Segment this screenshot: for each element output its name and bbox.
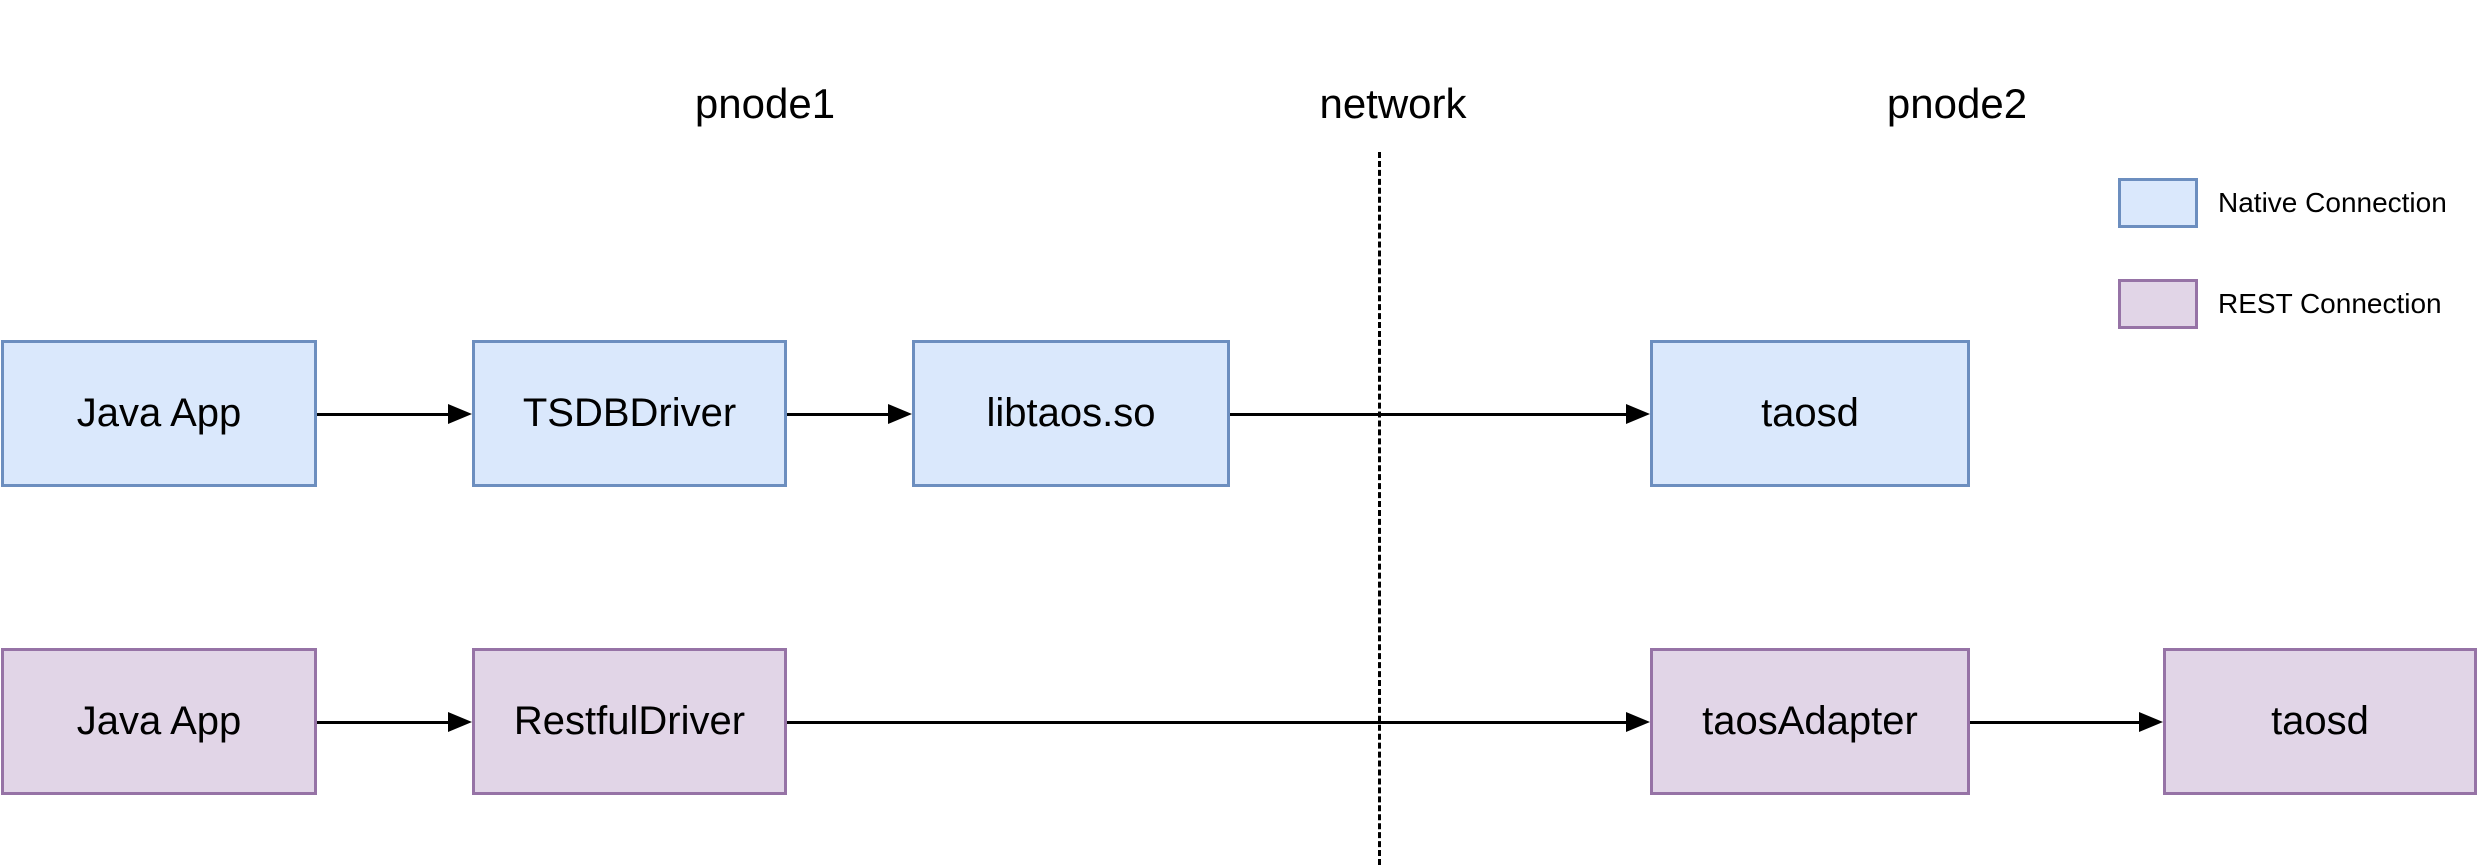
arrow-head-icon bbox=[2139, 712, 2163, 732]
arrow-libtaos-to-taosd bbox=[1230, 404, 1650, 424]
region-label-network: network bbox=[1319, 80, 1467, 127]
legend-swatch-native-connection bbox=[2118, 178, 2198, 228]
node-libtaos-so: libtaos.so bbox=[912, 340, 1230, 487]
node-taosadapter: taosAdapter bbox=[1650, 648, 1970, 795]
arrow-javaapp-to-restfuldriver bbox=[317, 712, 472, 732]
arrow-shaft bbox=[1970, 720, 2143, 724]
arrow-head-icon bbox=[1626, 712, 1650, 732]
arrow-taosadapter-to-taosd bbox=[1970, 712, 2163, 732]
node-restfuldriver: RestfulDriver bbox=[472, 648, 787, 795]
node-java-app-rest: Java App bbox=[1, 648, 317, 795]
arrow-restfuldriver-to-taosadapter bbox=[787, 712, 1650, 732]
legend-label-rest-connection: REST Connection bbox=[2218, 288, 2442, 319]
arrow-shaft bbox=[787, 412, 892, 416]
arrow-head-icon bbox=[448, 404, 472, 424]
arrow-shaft bbox=[1230, 412, 1630, 416]
node-java-app-native: Java App bbox=[1, 340, 317, 487]
node-taosd-rest: taosd bbox=[2163, 648, 2477, 795]
arrow-tsdbdriver-to-libtaos bbox=[787, 404, 912, 424]
node-tsdbdriver: TSDBDriver bbox=[472, 340, 787, 487]
legend-label-native-connection: Native Connection bbox=[2218, 187, 2447, 218]
arrow-head-icon bbox=[448, 712, 472, 732]
region-label-pnode1: pnode1 bbox=[694, 80, 836, 127]
node-taosd-native: taosd bbox=[1650, 340, 1970, 487]
legend-swatch-rest-connection bbox=[2118, 279, 2198, 329]
arrow-shaft bbox=[317, 720, 452, 724]
arrow-javaapp-to-tsdbdriver bbox=[317, 404, 472, 424]
arrow-shaft bbox=[317, 412, 452, 416]
network-boundary-dashed-line bbox=[1378, 152, 1381, 865]
arrow-head-icon bbox=[888, 404, 912, 424]
arrow-head-icon bbox=[1626, 404, 1650, 424]
region-label-pnode2: pnode2 bbox=[1886, 80, 2028, 127]
arrow-shaft bbox=[787, 720, 1630, 724]
